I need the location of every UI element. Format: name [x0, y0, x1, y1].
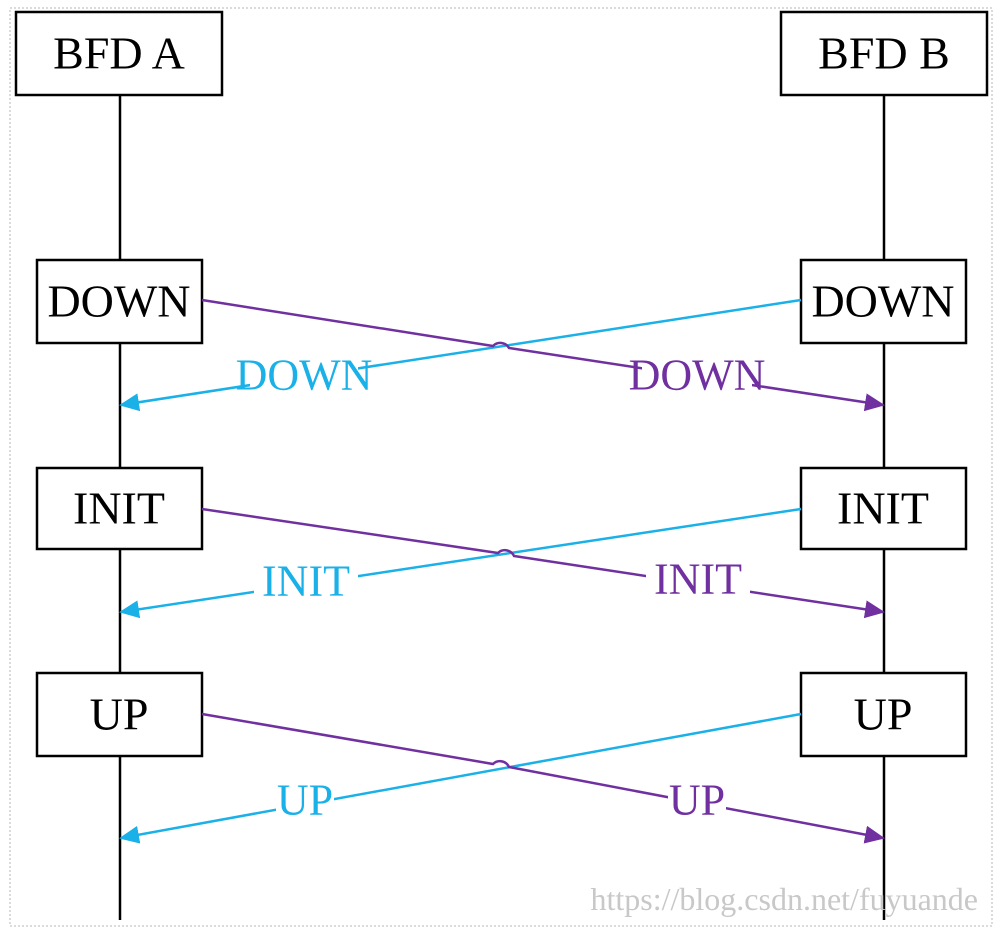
message-arrow-to-a-down [119, 298, 802, 412]
message-label-to-a-down: DOWN [236, 351, 373, 400]
message-arrow-to-a-up [119, 712, 802, 844]
label-bg-to-a-init [254, 559, 358, 603]
state-box-b-down: DOWN [799, 258, 968, 345]
state-label-b-down: DOWN [811, 276, 954, 327]
label-bg-to-b-up [668, 778, 726, 822]
label-bg-to-b-down [642, 354, 752, 398]
participant-box-a: BFD A [14, 10, 224, 97]
watermark-text: https://blog.csdn.net/fuyuande [591, 881, 979, 917]
state-box-a-down: DOWN [35, 258, 204, 345]
state-label-b-up: UP [854, 689, 913, 740]
state-label-a-init: INIT [73, 483, 165, 534]
message-label-to-b-init: INIT [654, 555, 742, 604]
participant-label-a: BFD A [53, 28, 185, 79]
label-bg-to-b-init [646, 559, 750, 603]
state-label-b-init: INIT [837, 483, 929, 534]
state-box-a-init: INIT [35, 466, 204, 551]
state-box-a-up: UP [35, 671, 204, 758]
state-box-b-init: INIT [799, 466, 968, 551]
state-box-b-up: UP [799, 671, 968, 758]
message-label-to-b-down: DOWN [629, 351, 766, 400]
state-label-a-up: UP [90, 689, 149, 740]
message-label-to-b-up: UP [669, 776, 725, 825]
message-arrow-to-a-init [119, 507, 802, 619]
participant-box-b: BFD B [779, 10, 989, 97]
label-bg-to-a-up [276, 778, 334, 822]
message-arrow-to-b-down [201, 298, 885, 412]
message-arrow-to-b-up [201, 712, 885, 844]
message-label-to-a-init: INIT [262, 557, 350, 606]
state-label-a-down: DOWN [47, 276, 190, 327]
message-arrow-to-b-init [201, 507, 885, 619]
message-label-to-a-up: UP [277, 776, 333, 825]
participant-label-b: BFD B [818, 28, 950, 79]
diagram-frame [9, 7, 993, 927]
label-bg-to-a-down [250, 354, 358, 398]
